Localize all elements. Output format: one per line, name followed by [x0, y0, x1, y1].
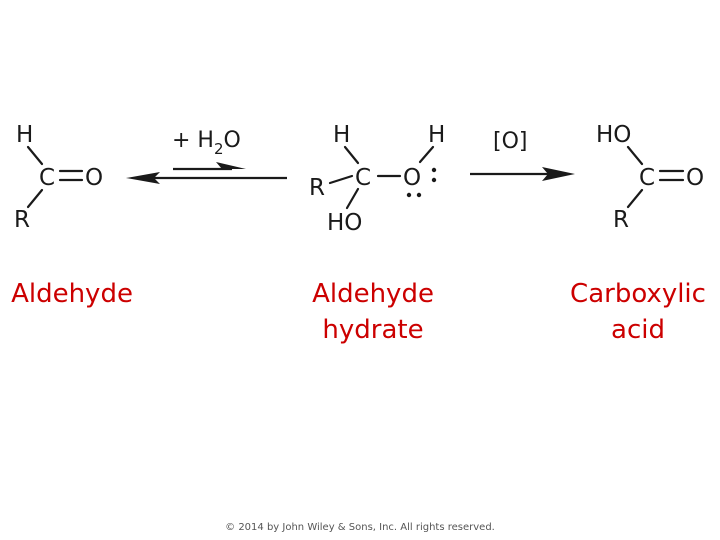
acid-atom-o: O [686, 165, 704, 191]
aldehyde-caption: Aldehyde [2, 276, 142, 312]
aldehyde-structure: H C O R [14, 122, 103, 233]
hydrate-atom-r: R [309, 175, 325, 201]
copyright-notice: © 2014 by John Wiley & Sons, Inc. All ri… [225, 522, 495, 533]
aldehyde-bond-h-c [26, 145, 44, 166]
forward-arrowhead [216, 162, 246, 169]
hydrate-atom-ho: HO [327, 210, 362, 236]
hydrate-caption-line2: hydrate [322, 315, 424, 345]
aldehyde-bond-c-r [26, 188, 44, 209]
oxidation-reagent-label: [O] [493, 129, 527, 154]
aldehyde-caption-text: Aldehyde [11, 279, 133, 309]
hydrate-atom-h2: H [428, 122, 445, 148]
aldehyde-atom-c: C [39, 165, 55, 191]
aldehyde-atom-o: O [85, 165, 103, 191]
aldehyde-atom-h: H [16, 122, 33, 148]
oxidation-arrowhead [542, 167, 575, 181]
acid-bond-c-r [626, 188, 644, 209]
acid-caption: Carboxylic acid [560, 276, 716, 348]
oxidation-arrow: [O] [470, 129, 575, 181]
lone-pair-right-dot-2 [431, 177, 437, 183]
acid-structure: HO C O R [596, 122, 704, 233]
hydrate-bond-c-ho [345, 187, 360, 210]
hydrate-caption-line1: Aldehyde [312, 279, 434, 309]
acid-bond-ho-c [626, 145, 644, 166]
equilibrium-arrows: + H2O [126, 128, 287, 184]
acid-atom-r: R [613, 207, 629, 233]
acid-caption-line1: Carboxylic [570, 279, 706, 309]
hydrate-bond-h1-c [343, 145, 360, 165]
lone-pair-bottom-dot-2 [416, 192, 422, 198]
water-reagent-label: + H2O [172, 128, 241, 158]
acid-atom-c: C [639, 165, 655, 191]
hydrate-caption: Aldehyde hydrate [298, 276, 448, 348]
hydrate-bond-r-c [328, 174, 354, 185]
acid-caption-line2: acid [611, 315, 665, 345]
hydrate-atom-h1: H [333, 122, 350, 148]
acid-atom-ho: HO [596, 122, 631, 148]
aldehyde-atom-r: R [14, 207, 30, 233]
hydrate-atom-c: C [355, 165, 371, 191]
lone-pair-bottom-dot-1 [406, 192, 412, 198]
hydrate-atom-o: O [403, 165, 421, 191]
hydrate-bond-h2-o [418, 145, 435, 164]
lone-pair-right-dot-1 [431, 167, 437, 173]
hydrate-structure: H H R C O HO [309, 122, 445, 236]
reverse-arrowhead [126, 172, 160, 184]
